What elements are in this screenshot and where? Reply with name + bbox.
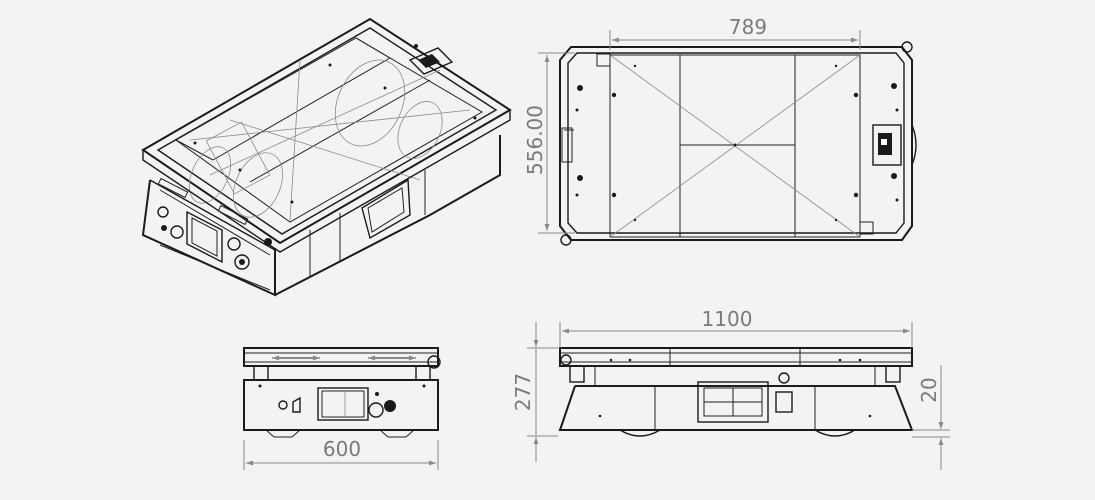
top-view: 789 556.00 — [523, 15, 917, 246]
iso-construction-lines — [188, 59, 471, 221]
top-view-holes — [575, 64, 899, 222]
side-view: 600 — [243, 347, 441, 470]
front-view-holes — [598, 358, 872, 418]
front-view: 1100 277 20 — [511, 307, 950, 470]
iso-deck-holes — [193, 63, 477, 204]
isometric-view — [141, 17, 512, 297]
dim-top-height: 556.00 — [523, 105, 547, 175]
dim-top-width: 789 — [729, 15, 767, 39]
dim-front-small: 20 — [917, 377, 941, 402]
dim-front-width: 1100 — [702, 307, 753, 331]
dim-front-height: 277 — [511, 373, 535, 411]
dim-side-width: 600 — [323, 437, 361, 461]
